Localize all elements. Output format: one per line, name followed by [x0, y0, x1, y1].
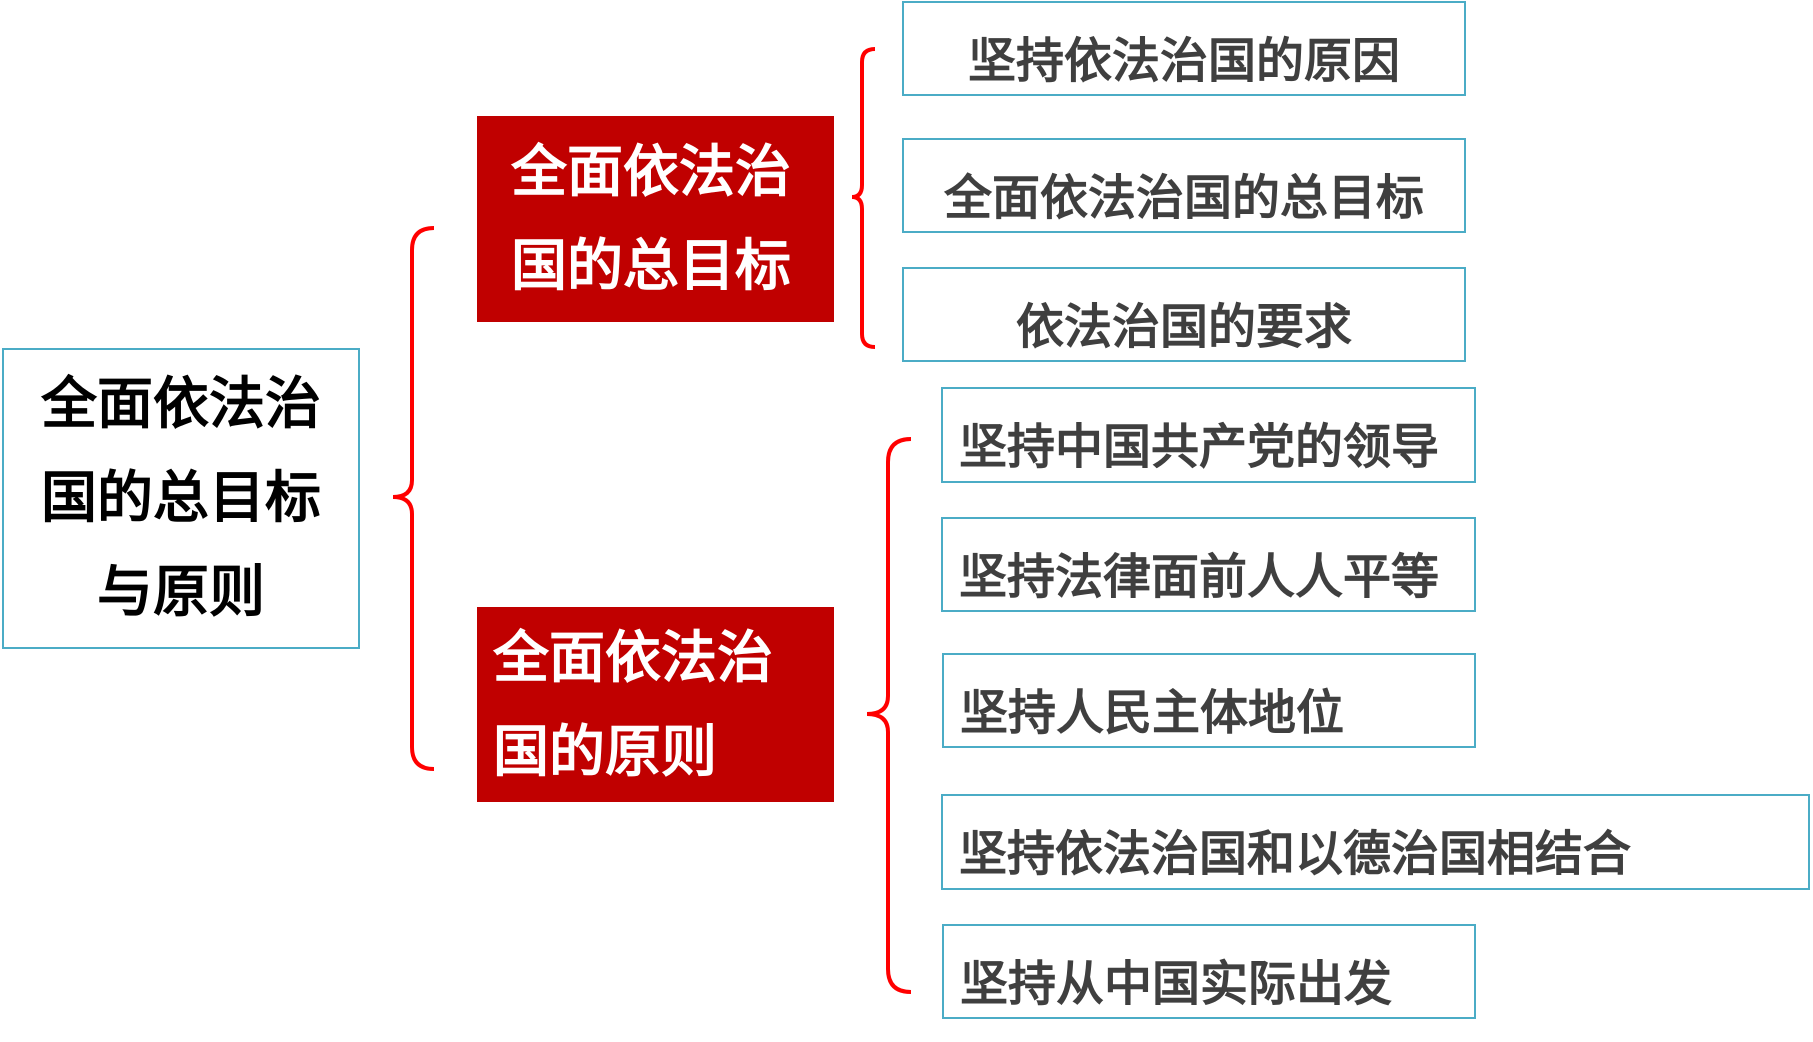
brace-principle	[866, 437, 912, 994]
principle-item: 坚持中国共产党的领导	[941, 387, 1476, 483]
principle-item-text: 坚持依法治国和以德治国相结合	[959, 826, 1632, 882]
goal-item-text: 坚持依法治国的原因	[967, 32, 1400, 89]
principle-item-text: 坚持中国共产党的领导	[959, 419, 1440, 475]
principle-item: 坚持从中国实际出发	[942, 924, 1476, 1019]
brace-goal	[851, 47, 876, 349]
principle-item-text: 坚持法律面前人人平等	[959, 548, 1440, 605]
principle-node: 全面依法治 国的原则	[477, 607, 834, 802]
goal-item-text: 全面依法治国的总目标	[943, 169, 1424, 226]
goal-node: 全面依法治 国的总目标	[477, 116, 834, 322]
principle-item-text: 坚持从中国实际出发	[960, 955, 1393, 1012]
goal-node-line: 国的总目标	[511, 234, 791, 299]
principle-node-line: 国的原则	[493, 720, 717, 785]
root-line: 与原则	[97, 559, 265, 625]
goal-item: 依法治国的要求	[902, 267, 1466, 362]
goal-item: 坚持依法治国的原因	[902, 1, 1466, 96]
goal-item: 全面依法治国的总目标	[902, 138, 1466, 233]
principle-item: 坚持依法治国和以德治国相结合	[941, 794, 1810, 890]
root-node: 全面依法治 国的总目标 与原则	[2, 348, 360, 649]
root-line: 全面依法治	[41, 371, 321, 437]
goal-item-text: 依法治国的要求	[1015, 298, 1352, 355]
principle-node-line: 全面依法治	[493, 626, 773, 691]
brace-root	[392, 226, 435, 771]
principle-item-text: 坚持人民主体地位	[960, 684, 1345, 741]
principle-item: 坚持人民主体地位	[942, 653, 1476, 748]
root-line: 国的总目标	[41, 465, 321, 531]
goal-node-line: 全面依法治	[511, 140, 791, 205]
principle-item: 坚持法律面前人人平等	[941, 517, 1476, 612]
